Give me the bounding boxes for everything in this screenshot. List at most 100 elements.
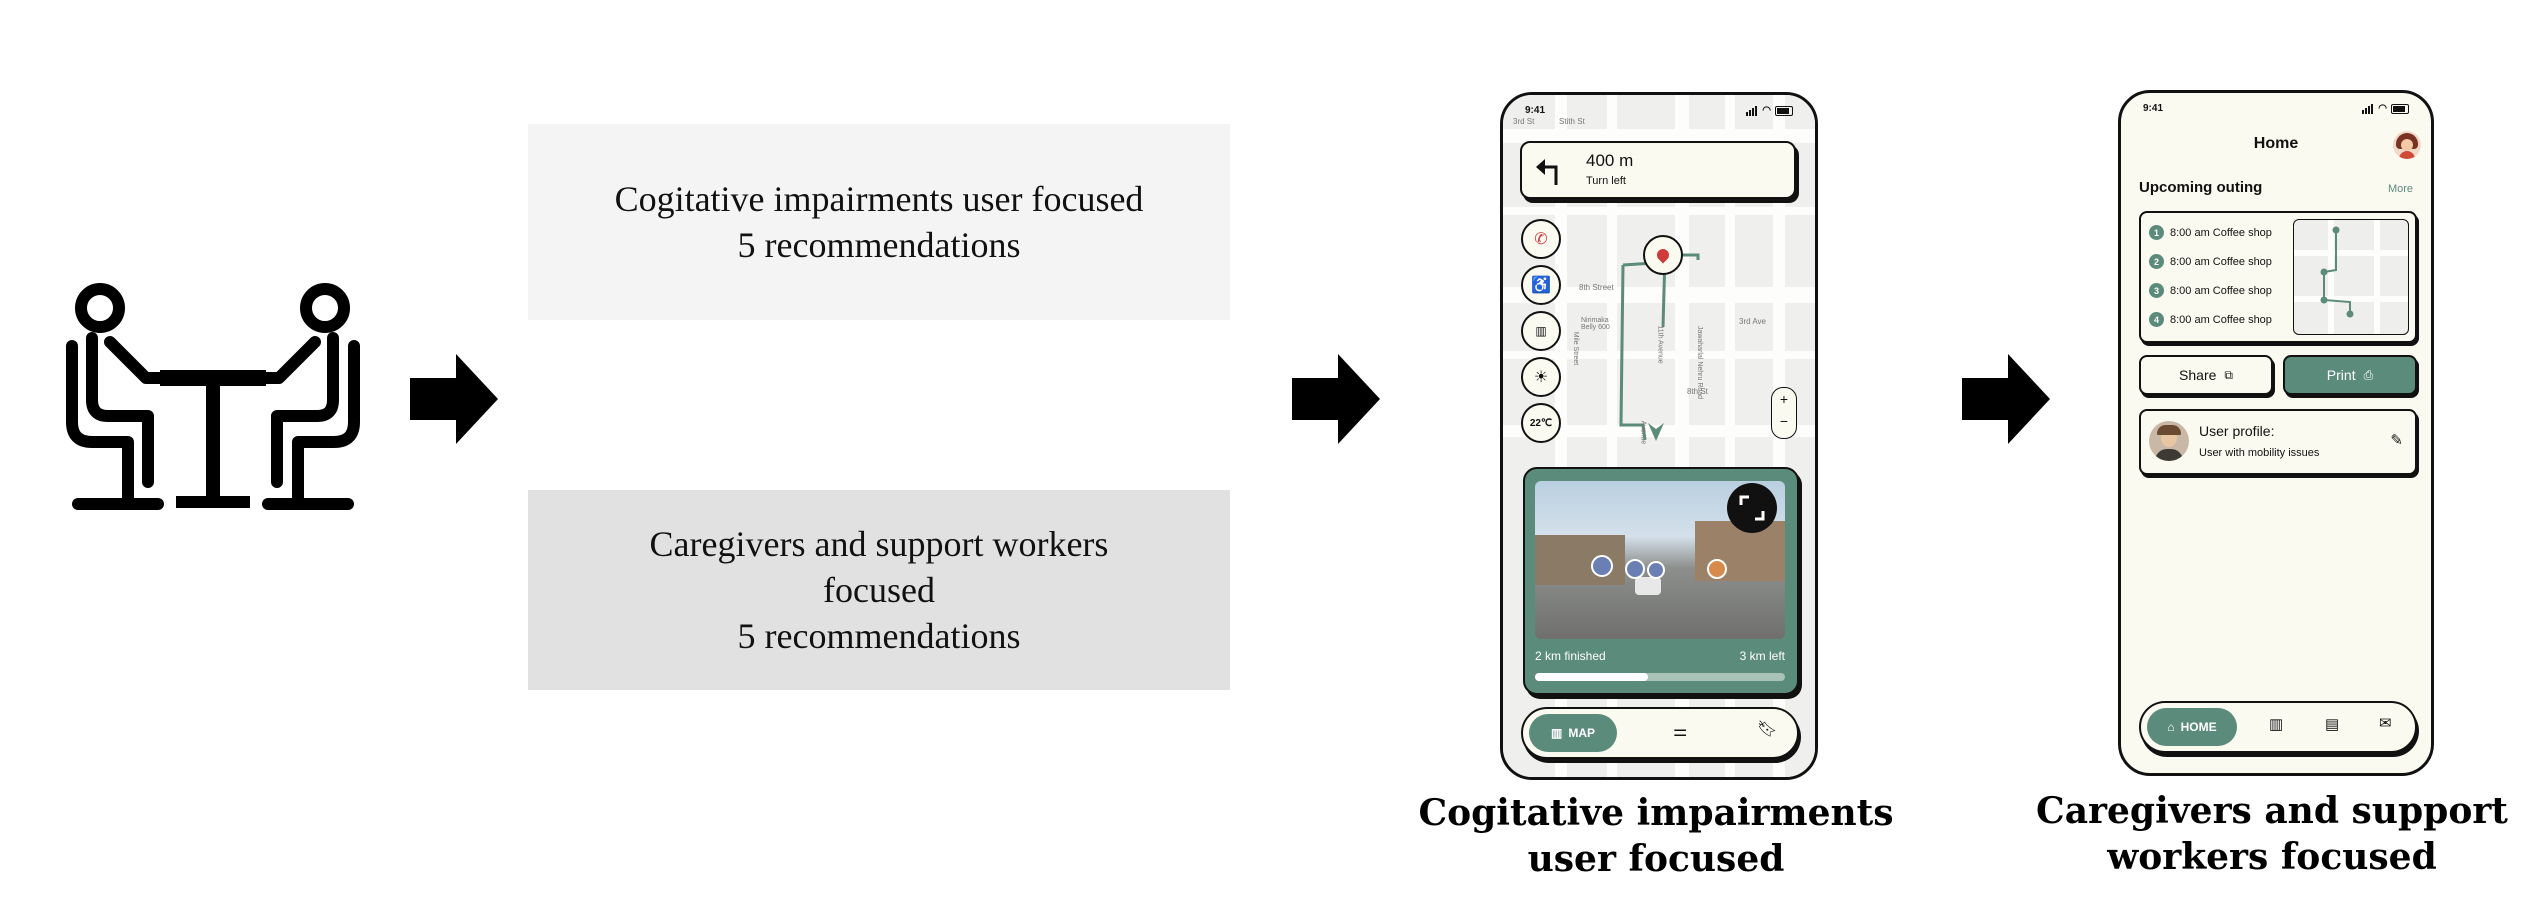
recommendation-line: Cogitative impairments user focused [614, 179, 1144, 219]
progress-fill [1535, 673, 1648, 681]
arrow-right-icon-1 [410, 354, 498, 444]
nav-map-button[interactable]: ▥ [2269, 715, 2283, 733]
caption-line: user focused [1527, 838, 1785, 880]
signal-icon [1746, 105, 1758, 116]
mail-icon: ✉ [2379, 715, 2392, 732]
progress-left: 3 km left [1739, 649, 1785, 663]
bottom-navigation: ▥ MAP ⚌ 🔖︎ [1521, 707, 1799, 759]
nav-calendar-button[interactable]: ▤ [2325, 715, 2339, 733]
caption-line: Caregivers and support [2036, 790, 2508, 832]
turn-distance: 400 m [1586, 151, 1634, 170]
recommendation-box-users: Cogitative impairments user focused 5 re… [528, 124, 1230, 320]
stop-label: 8:00 am Coffee shop [2170, 226, 2272, 239]
nav-map-label: MAP [1568, 726, 1595, 740]
profile-subtitle: User with mobility issues [2199, 447, 2320, 459]
print-label: Print [2326, 367, 2356, 383]
recommendation-line: 5 recommendations [737, 225, 1021, 265]
destination-pin-icon [1643, 235, 1683, 275]
edit-icon[interactable]: ✎ [2390, 432, 2403, 449]
bookmark-icon: 🔖︎ [1757, 721, 1778, 738]
street-label: Mile Street [1572, 331, 1580, 366]
external-link-icon: ⧉ [2224, 367, 2233, 382]
stop-label: 8:00 am Coffee shop [2170, 255, 2272, 268]
street-label: 3rd St [1513, 117, 1535, 126]
share-button[interactable]: Share ⧉ [2139, 355, 2273, 395]
zoom-out-button[interactable]: − [1779, 413, 1789, 429]
stop-label: 8:00 am Coffee shop [2170, 313, 2272, 326]
sun-icon: ☀ [1533, 369, 1549, 386]
elevator-icon: ▥ [1535, 324, 1547, 338]
caption-user-focused: Cogitative impairments user focused [1400, 790, 1912, 882]
wifi-icon: ◠ [2378, 103, 2387, 114]
status-bar: 9:41 ◠ [1525, 105, 1793, 119]
arrow-right-icon-3 [1962, 354, 2050, 444]
street-label: 8th Street [1579, 283, 1614, 292]
recommendation-line: Caregivers and support workers [649, 524, 1109, 564]
status-time: 9:41 [1525, 105, 1546, 116]
nav-home-button[interactable]: ⌂ HOME [2147, 708, 2237, 746]
expand-button[interactable] [1727, 483, 1777, 533]
profile-avatar [2149, 421, 2189, 461]
page-title: Home [2253, 135, 2299, 152]
nav-messages-button[interactable]: ✉ [2379, 714, 2392, 732]
phone-icon: ✆ [1534, 231, 1548, 248]
turn-left-icon [1536, 159, 1558, 185]
caption-line: Cogitative impairments [1418, 792, 1894, 834]
caption-caregivers-focused: Caregivers and support workers focused [2022, 788, 2522, 880]
meeting-people-icon [66, 283, 360, 510]
sliders-icon: ⚌ [1673, 723, 1688, 740]
temperature-button[interactable]: 22℃ [1521, 403, 1561, 443]
map-icon: ▥ [2269, 716, 2284, 733]
calendar-icon: ▤ [2325, 716, 2340, 733]
street-label: 11th Avenue [1656, 325, 1664, 364]
recommendation-line: focused [823, 570, 935, 610]
street-label: 3rd Ave [1739, 317, 1766, 326]
bottom-navigation: ⌂ HOME ▥ ▤ ✉ [2139, 701, 2417, 753]
recommendation-line: 5 recommendations [737, 616, 1021, 656]
map-icon: ▥ [1550, 726, 1563, 740]
nav-map-button[interactable]: ▥ MAP [1529, 714, 1617, 752]
arrow-right-icon-2 [1292, 354, 1380, 444]
profile-title: User profile: [2199, 423, 2275, 439]
avatar[interactable] [2393, 131, 2421, 159]
street-view-card[interactable]: 2 km finished 3 km left [1523, 467, 1799, 695]
elevator-button[interactable]: ▥ [1521, 311, 1561, 351]
battery-icon [1775, 105, 1793, 116]
user-profile-card[interactable]: User profile: User with mobility issues … [2139, 409, 2417, 475]
stop-label: 8:00 am Coffee shop [2170, 284, 2272, 297]
zoom-control[interactable]: + − [1771, 387, 1797, 439]
street-label: Stith St [1559, 117, 1585, 126]
nav-settings-button[interactable]: ⚌ [1673, 721, 1687, 741]
street-label: Nirimaka Belly 600 [1581, 317, 1610, 331]
turn-instruction-card[interactable]: 400 m Turn left [1520, 141, 1796, 199]
emergency-call-button[interactable]: ✆ [1521, 219, 1561, 259]
status-time: 9:41 [2143, 103, 2164, 114]
upcoming-outing-title: Upcoming outing [2139, 179, 2263, 196]
nav-home-label: HOME [2180, 720, 2217, 734]
progress-finished: 2 km finished [1535, 649, 1606, 663]
caption-line: workers focused [2107, 836, 2437, 878]
signal-icon [2362, 103, 2374, 114]
wheelchair-icon: ♿ [1531, 277, 1551, 294]
brightness-button[interactable]: ☀ [1521, 357, 1561, 397]
share-label: Share [2179, 367, 2217, 383]
home-icon: ⌂ [2167, 720, 2175, 734]
wifi-icon: ◠ [1762, 105, 1771, 116]
progress-track [1535, 673, 1785, 681]
accessibility-button[interactable]: ♿ [1521, 265, 1561, 305]
recommendation-box-caregivers: Caregivers and support workers focused 5… [528, 490, 1230, 690]
zoom-in-button[interactable]: + [1779, 391, 1789, 407]
turn-instruction: Turn left [1586, 175, 1626, 187]
outing-mini-map [2293, 219, 2409, 335]
more-link[interactable]: More [2387, 183, 2413, 195]
status-bar: 9:41 ◠ [2143, 103, 2409, 117]
print-button[interactable]: Print ⎙ [2283, 355, 2417, 395]
print-icon: ⎙ [2363, 367, 2374, 382]
nav-bookmark-button[interactable]: 🔖︎ [1757, 719, 1777, 739]
street-label: 8th St [1687, 387, 1708, 396]
